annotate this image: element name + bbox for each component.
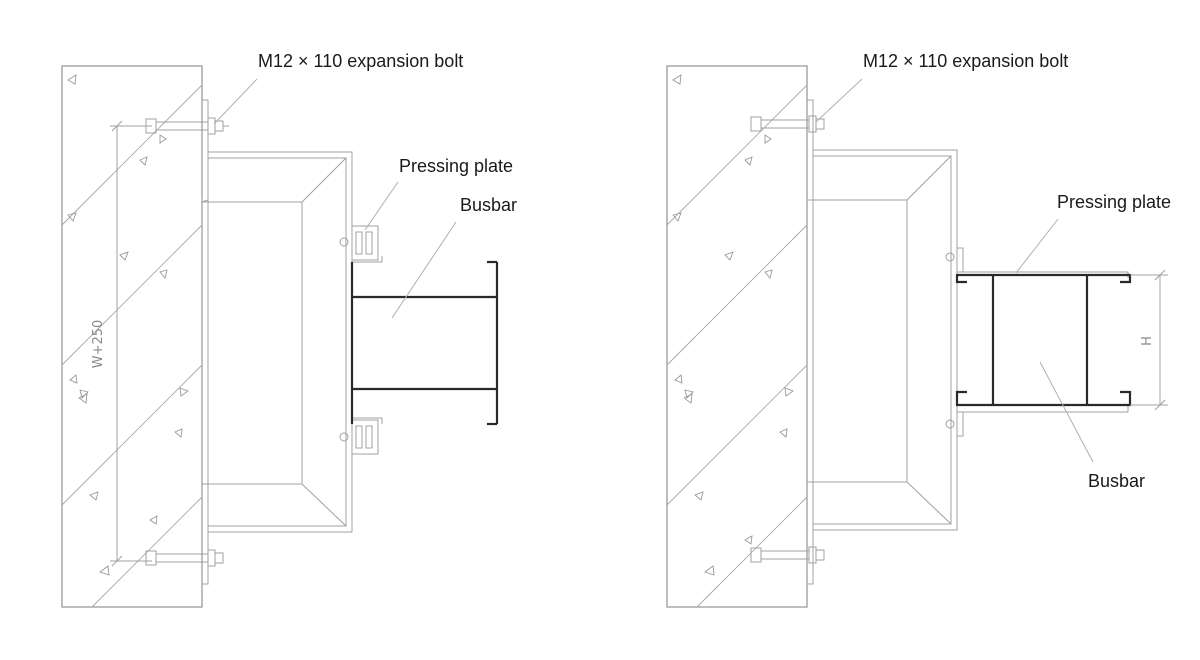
- right-busbar-leader: [1039, 361, 1094, 463]
- right-concrete-wall: [666, 65, 808, 608]
- left-dimension-w250: W+250: [91, 120, 152, 567]
- right-wall-plate: [806, 99, 814, 585]
- right-wall-aggregate: [672, 74, 794, 576]
- right-dimension-h: H: [1130, 269, 1168, 411]
- right-support-frame: [806, 149, 958, 531]
- left-busbar: [350, 260, 499, 426]
- left-bolt-label: M12 × 110 expansion bolt: [258, 51, 463, 71]
- right-busbar: [955, 273, 1132, 407]
- left-concrete-wall: [61, 65, 203, 608]
- left-bottom-expansion-bolt: [145, 549, 224, 567]
- left-pressing-plate-top: [339, 225, 383, 263]
- left-view: W+250: [61, 51, 517, 608]
- left-wall-aggregate: [67, 74, 189, 576]
- left-busbar-leader: [391, 221, 457, 319]
- right-bolt-label: M12 × 110 expansion bolt: [863, 51, 1068, 71]
- right-plate-leader: [1015, 218, 1059, 274]
- left-pressing-plate-bottom: [339, 417, 383, 455]
- right-view: H M12 × 110 expansion bolt Pressing plat…: [666, 51, 1171, 608]
- left-bolt-leader: [213, 78, 258, 125]
- left-support-frame: [201, 151, 353, 533]
- left-wall-hatching: [61, 84, 203, 608]
- right-pressing-plate: [945, 247, 1129, 437]
- left-plate-leader: [364, 181, 399, 231]
- left-busbar-label: Busbar: [460, 195, 517, 215]
- right-wall-hatching: [666, 84, 808, 608]
- left-dimension-label: W+250: [91, 320, 106, 369]
- right-dimension-label: H: [1140, 336, 1155, 346]
- right-busbar-label: Busbar: [1088, 471, 1145, 491]
- right-top-expansion-bolt: [750, 115, 825, 133]
- left-top-expansion-bolt: [145, 117, 229, 135]
- right-bolt-leader: [815, 78, 863, 123]
- right-plate-label: Pressing plate: [1057, 192, 1171, 212]
- left-wall-plate: [201, 99, 209, 585]
- left-plate-label: Pressing plate: [399, 156, 513, 176]
